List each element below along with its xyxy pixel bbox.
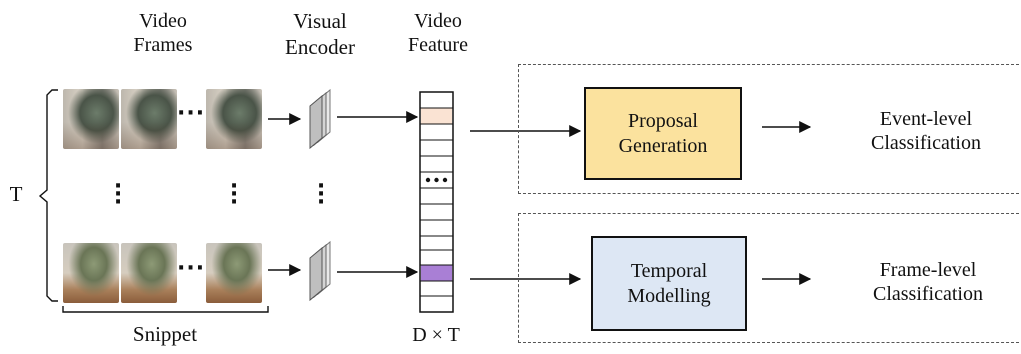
frame-thumbnail-bottom-2: [121, 243, 177, 303]
ellipsis-vertical-frames-1: ···: [113, 174, 123, 215]
feature-dims-label: D × T: [412, 324, 460, 346]
frame-level-panel: [518, 213, 1019, 343]
header-video-frames: Video Frames: [133, 10, 193, 57]
proposal-generation-label: Proposal Generation: [618, 110, 708, 157]
snippet-bracket: [62, 306, 269, 313]
frame-thumbnail-bottom-3: [206, 243, 262, 303]
header-visual-encoder: Visual Encoder: [285, 9, 355, 59]
proposal-generation-box: Proposal Generation: [584, 87, 742, 180]
frame-thumbnail-top-2: [121, 89, 177, 149]
header-video-feature: Video Feature: [408, 10, 468, 57]
frame-thumbnail-top-3: [206, 89, 262, 149]
encoder-layers-icon-top: [309, 88, 331, 150]
feature-column: [419, 91, 454, 313]
encoder-layers-icon-bottom: [309, 240, 331, 302]
time-label: T: [9, 182, 23, 206]
event-level-classification: Event-level Classification: [871, 108, 981, 155]
ellipsis-top: ···: [177, 101, 206, 126]
ellipsis-vertical-encoder: ···: [316, 174, 326, 215]
ellipsis-bottom: ···: [177, 256, 206, 281]
frame-thumbnail-bottom-1: [63, 243, 119, 303]
snippet-label: Snippet: [132, 322, 198, 346]
time-bracket: [38, 89, 58, 302]
event-level-panel: [518, 64, 1019, 194]
temporal-modelling-box: Temporal Modelling: [591, 236, 747, 331]
frame-thumbnail-top-1: [63, 89, 119, 149]
temporal-modelling-label: Temporal Modelling: [627, 260, 711, 307]
ellipsis-vertical-frames-2: ···: [229, 174, 239, 215]
frame-level-classification: Frame-level Classification: [873, 259, 983, 306]
